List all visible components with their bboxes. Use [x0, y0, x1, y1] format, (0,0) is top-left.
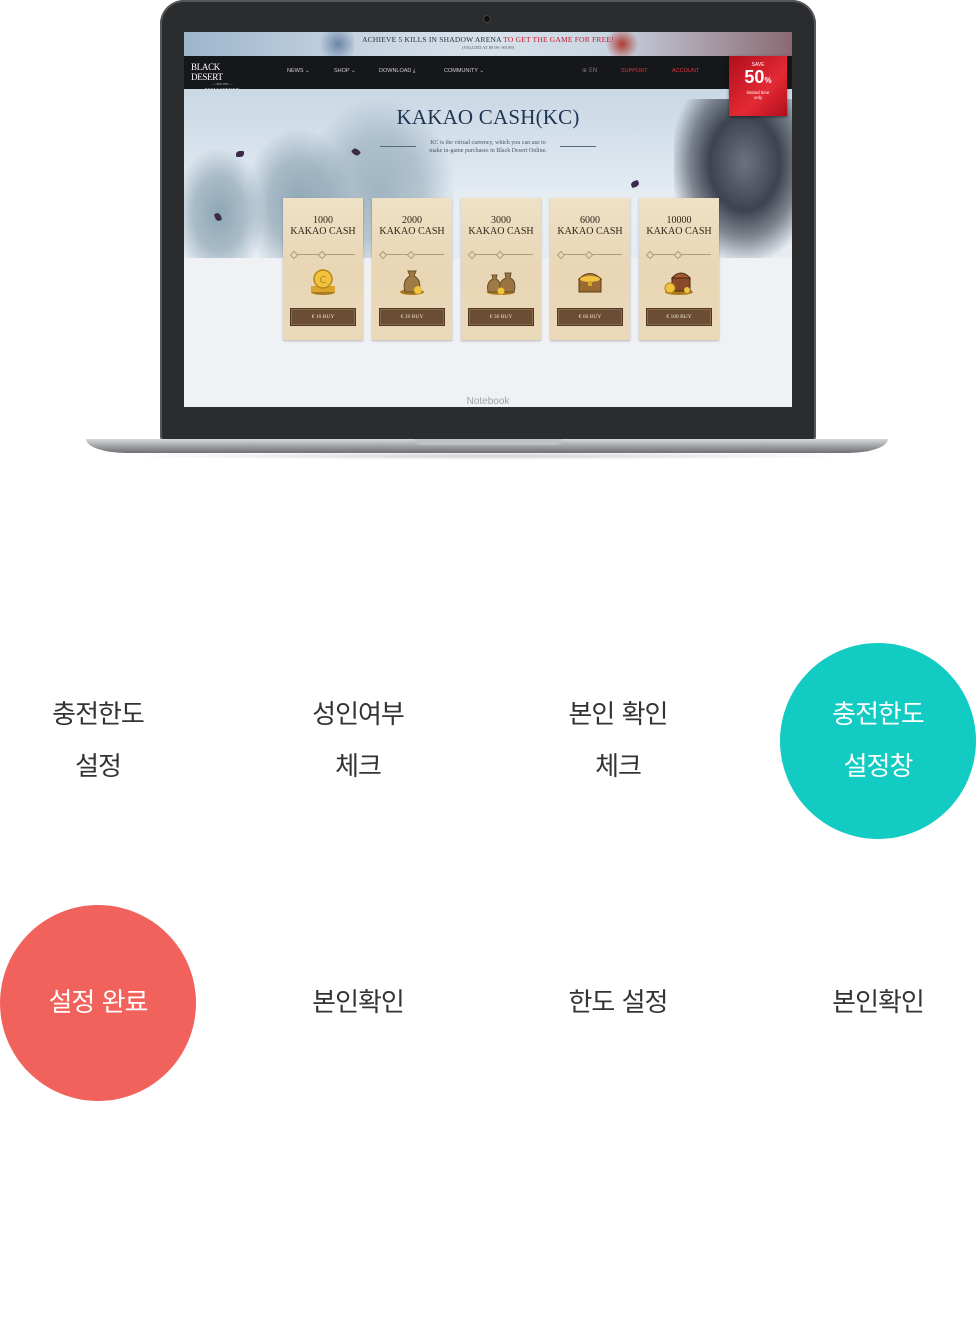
card-divider: [647, 254, 711, 255]
site-logo[interactable]: BLACK DESERT — ONLINE — REMASTERED: [191, 62, 253, 92]
step-label-line2: 체크: [595, 752, 642, 782]
card-divider: [380, 254, 444, 255]
nav-download[interactable]: DOWNLOAD ⤓: [379, 68, 416, 74]
nav-support[interactable]: SUPPORT: [621, 68, 648, 74]
cash-package-card: 6000 KAKAO CASH € 60 BUY: [550, 198, 630, 340]
step-label-line2: 체크: [335, 752, 382, 782]
title-divider-left: [380, 146, 416, 147]
save-percent: 50%: [729, 68, 787, 90]
description-line-2: make in-game purchases in Black Desert O…: [429, 148, 547, 154]
card-divider: [291, 254, 355, 255]
nav-news[interactable]: NEWS ⌄: [287, 68, 310, 74]
package-label: KAKAO CASH: [379, 226, 445, 237]
package-amount: 3000: [491, 215, 511, 226]
laptop-frame: ACHIEVE 5 KILLS IN SHADOW ARENA TO GET T…: [160, 0, 816, 442]
step-limit-setting[interactable]: 한도 설정: [520, 905, 716, 1101]
petal-art: [236, 151, 244, 157]
save-label: SAVE: [751, 62, 765, 68]
language-label: EN: [588, 67, 598, 74]
money-bag-icon: [400, 270, 424, 295]
buy-button[interactable]: € 30 BUY: [468, 308, 534, 326]
cash-package-card: 1000 KAKAO CASH C € 10 BUY: [283, 198, 363, 340]
buy-button[interactable]: € 100 BUY: [646, 308, 712, 326]
step-label: 본인확인: [832, 988, 925, 1018]
globe-icon: ⊕: [582, 67, 588, 74]
step-setting-complete[interactable]: 설정 완료: [0, 905, 196, 1101]
save-note-2: only: [753, 95, 763, 100]
description-line-1: KC is the virtual currency, which you ca…: [430, 140, 546, 146]
step-label: 한도 설정: [568, 988, 669, 1018]
tree-art: [184, 149, 264, 258]
save-note-1: limited time: [746, 90, 770, 95]
step-label: 설정 완료: [48, 988, 149, 1018]
coin-stack-icon: C: [311, 269, 335, 295]
save-badge[interactable]: SAVE 50% limited time only: [729, 56, 787, 116]
laptop-label: Notebook: [466, 396, 510, 407]
package-amount: 6000: [580, 215, 600, 226]
laptop-notch: [414, 439, 562, 445]
logo-title: BLACK DESERT: [191, 62, 223, 82]
laptop-base: [86, 439, 888, 453]
promo-art-right: [602, 32, 642, 56]
card-divider: [558, 254, 622, 255]
laptop-shadow: [120, 452, 860, 460]
laptop-screen: ACHIEVE 5 KILLS IN SHADOW ARENA TO GET T…: [184, 32, 792, 407]
package-label: KAKAO CASH: [557, 226, 623, 237]
step-label-line1: 본인 확인: [568, 700, 669, 730]
step-label: 본인확인: [312, 988, 405, 1018]
page-description: KC is the virtual currency, which you ca…: [184, 139, 792, 155]
save-percent-value: 50: [744, 67, 765, 87]
promo-art-left: [314, 32, 354, 56]
nav-shop[interactable]: SHOP ⌄: [334, 68, 356, 74]
buy-button[interactable]: € 20 BUY: [379, 308, 445, 326]
buy-button[interactable]: € 10 BUY: [290, 308, 356, 326]
promo-banner[interactable]: ACHIEVE 5 KILLS IN SHADOW ARENA TO GET T…: [184, 32, 792, 56]
package-label: KAKAO CASH: [290, 226, 356, 237]
step-label-line1: 충전한도: [832, 700, 925, 730]
logo-subtitle: — ONLINE —: [211, 82, 233, 86]
svg-text:C: C: [320, 275, 327, 286]
package-label: KAKAO CASH: [646, 226, 712, 237]
cash-package-card: 3000 KAKAO CASH € 30 BUY: [461, 198, 541, 340]
save-percent-sign: %: [764, 76, 772, 85]
package-amount: 2000: [402, 215, 422, 226]
promo-prefix: ACHIEVE 5 KILLS IN SHADOW ARENA: [362, 35, 504, 44]
package-label: KAKAO CASH: [468, 226, 534, 237]
money-bags-icon: [487, 272, 516, 295]
step-label-line2: 설정: [75, 752, 122, 782]
promo-subtext: (VALUED AT $9.99 / €9.99): [461, 45, 515, 50]
step-label-line1: 성인여부: [312, 700, 405, 730]
title-divider-right: [560, 146, 596, 147]
buy-button[interactable]: € 60 BUY: [557, 308, 623, 326]
package-amount: 10000: [666, 215, 692, 226]
cash-package-card: 2000 KAKAO CASH € 20 BUY: [372, 198, 452, 340]
site-navbar: BLACK DESERT — ONLINE — REMASTERED NEWS …: [184, 56, 792, 92]
cash-package-list: 1000 KAKAO CASH C € 10 BUY 2000 KAKAO CA…: [283, 198, 723, 340]
petal-art: [630, 179, 640, 189]
card-divider: [469, 254, 533, 255]
step-identity-verify-2[interactable]: 본인확인: [780, 905, 976, 1101]
cash-package-card: 10000 KAKAO CASH € 100 BUY: [639, 198, 719, 340]
nav-community[interactable]: COMMUNITY ⌄: [444, 68, 484, 74]
language-selector[interactable]: ⊕ EN: [582, 67, 597, 74]
step-label-line2: 설정창: [843, 752, 914, 782]
webcam-icon: [484, 16, 490, 22]
step-label-line1: 충전한도: [52, 700, 145, 730]
promo-headline: ACHIEVE 5 KILLS IN SHADOW ARENA TO GET T…: [184, 32, 792, 44]
package-amount: 1000: [313, 215, 333, 226]
nav-account[interactable]: ACCOUNT: [672, 68, 700, 74]
treasure-pile-icon: [664, 272, 693, 295]
page-title: KAKAO CASH(KC): [396, 105, 580, 129]
step-identity-verify[interactable]: 본인확인: [260, 905, 456, 1101]
treasure-chest-icon: [577, 273, 603, 293]
promo-highlight: TO GET THE GAME FOR FREE!: [503, 35, 614, 44]
